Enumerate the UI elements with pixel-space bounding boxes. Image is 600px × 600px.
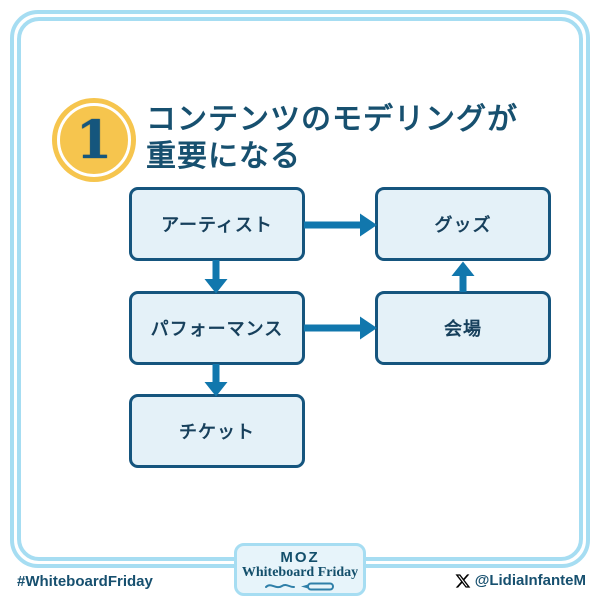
title-line-1: コンテンツのモデリングが [146,103,518,136]
whiteboard-friday-label: Whiteboard Friday [241,564,359,580]
flow-node-ticket: チケット [129,394,305,468]
x-handle-text: @LidiaInfanteM [474,572,586,589]
hashtag-text: #WhiteboardFriday [17,573,153,590]
x-logo-icon [455,573,471,588]
x-handle: @LidiaInfanteM [455,572,586,589]
flow-node-venue-label: 会場 [444,319,482,339]
moz-brand-badge: MOZ Whiteboard Friday [234,543,366,596]
flow-node-goods: グッズ [375,187,551,261]
moz-logo: MOZ [280,548,320,566]
step-number: 1 [75,109,113,171]
flow-node-ticket-label: チケット [179,422,255,442]
flow-node-performance-label: パフォーマンス [150,319,284,339]
badge-ring [57,103,131,177]
flow-node-artist-label: アーティスト [161,215,273,235]
slide-title: コンテンツのモデリングが 重要になる [146,101,566,175]
flow-node-artist: アーティスト [129,187,305,261]
title-line-2: 重要になる [146,140,301,173]
flow-node-venue: 会場 [375,291,551,365]
flow-node-goods-label: グッズ [434,215,492,235]
whiteboard-marker-icon [265,582,334,590]
step-number-badge: 1 [52,98,136,182]
flow-node-performance: パフォーマンス [129,291,305,365]
slide-frame [10,10,590,568]
